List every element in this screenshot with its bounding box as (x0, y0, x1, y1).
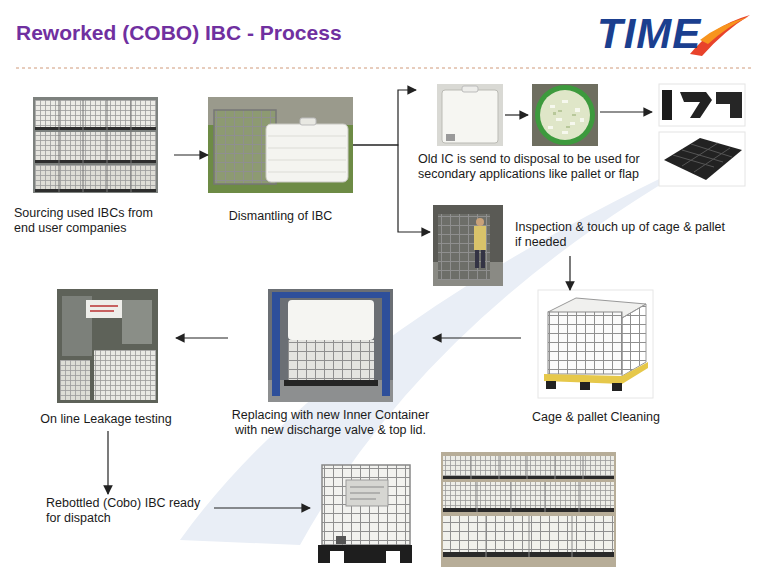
process-step: Rebottled (Cobo) IBC ready for dispatch (44, 494, 210, 530)
step-caption: Old IC is send to disposal to be used fo… (418, 152, 654, 182)
photo-dismantling (208, 97, 353, 193)
process-step: Sourcing used IBCs from end user compani… (12, 96, 174, 240)
step-caption: Dismantling of IBC (208, 209, 353, 224)
flow-arrow (569, 256, 570, 290)
step-caption: Replacing with new Inner Container with … (228, 408, 433, 438)
flow-arrow (505, 114, 528, 115)
photo-rebottled-ibc (318, 465, 412, 563)
step-caption: On line Leakage testing (36, 412, 176, 427)
photo-shredded-flakes (532, 84, 598, 146)
photo-recycled-parts (659, 84, 745, 186)
flow-arrow (174, 154, 208, 155)
step-caption: Rebottled (Cobo) IBC ready for dispatch (46, 496, 208, 526)
photo-used-ibc-stock (33, 97, 158, 193)
flow-arrow (107, 431, 108, 494)
photo-clean-cage (538, 290, 653, 398)
photo-inspection (433, 205, 503, 286)
title-rule (16, 68, 752, 69)
flow-arrow (433, 337, 521, 338)
diagram-title: Reworked (COBO) IBC - Process (16, 20, 342, 46)
photo-old-inner-container (437, 84, 503, 146)
step-caption: Cage & pallet Cleaning (521, 410, 671, 425)
process-step: Dismantling of IBC (208, 96, 353, 228)
photo-leak-tester (57, 289, 158, 403)
step-caption: Inspection & touch up of cage & pallet i… (515, 220, 729, 250)
step-caption: Sourcing used IBCs from end user compani… (14, 206, 174, 236)
photo-dispatch-stock (441, 452, 616, 567)
flow-arrow (176, 337, 228, 338)
photo-new-inner-container (268, 289, 393, 402)
flow-arrow (214, 507, 310, 508)
logo-text: TIME (597, 12, 701, 56)
process-step: On line Leakage testing (36, 289, 176, 431)
background-swoosh (180, 150, 720, 545)
flow-arrow (600, 111, 652, 112)
process-step: Old IC is send to disposal to be used fo… (416, 82, 656, 186)
flow-arrow (353, 90, 416, 145)
process-step: Cage & pallet Cleaning (521, 290, 671, 429)
process-step: Inspection & touch up of cage & pallet i… (430, 204, 730, 256)
process-step: Replacing with new Inner Container with … (228, 289, 433, 442)
